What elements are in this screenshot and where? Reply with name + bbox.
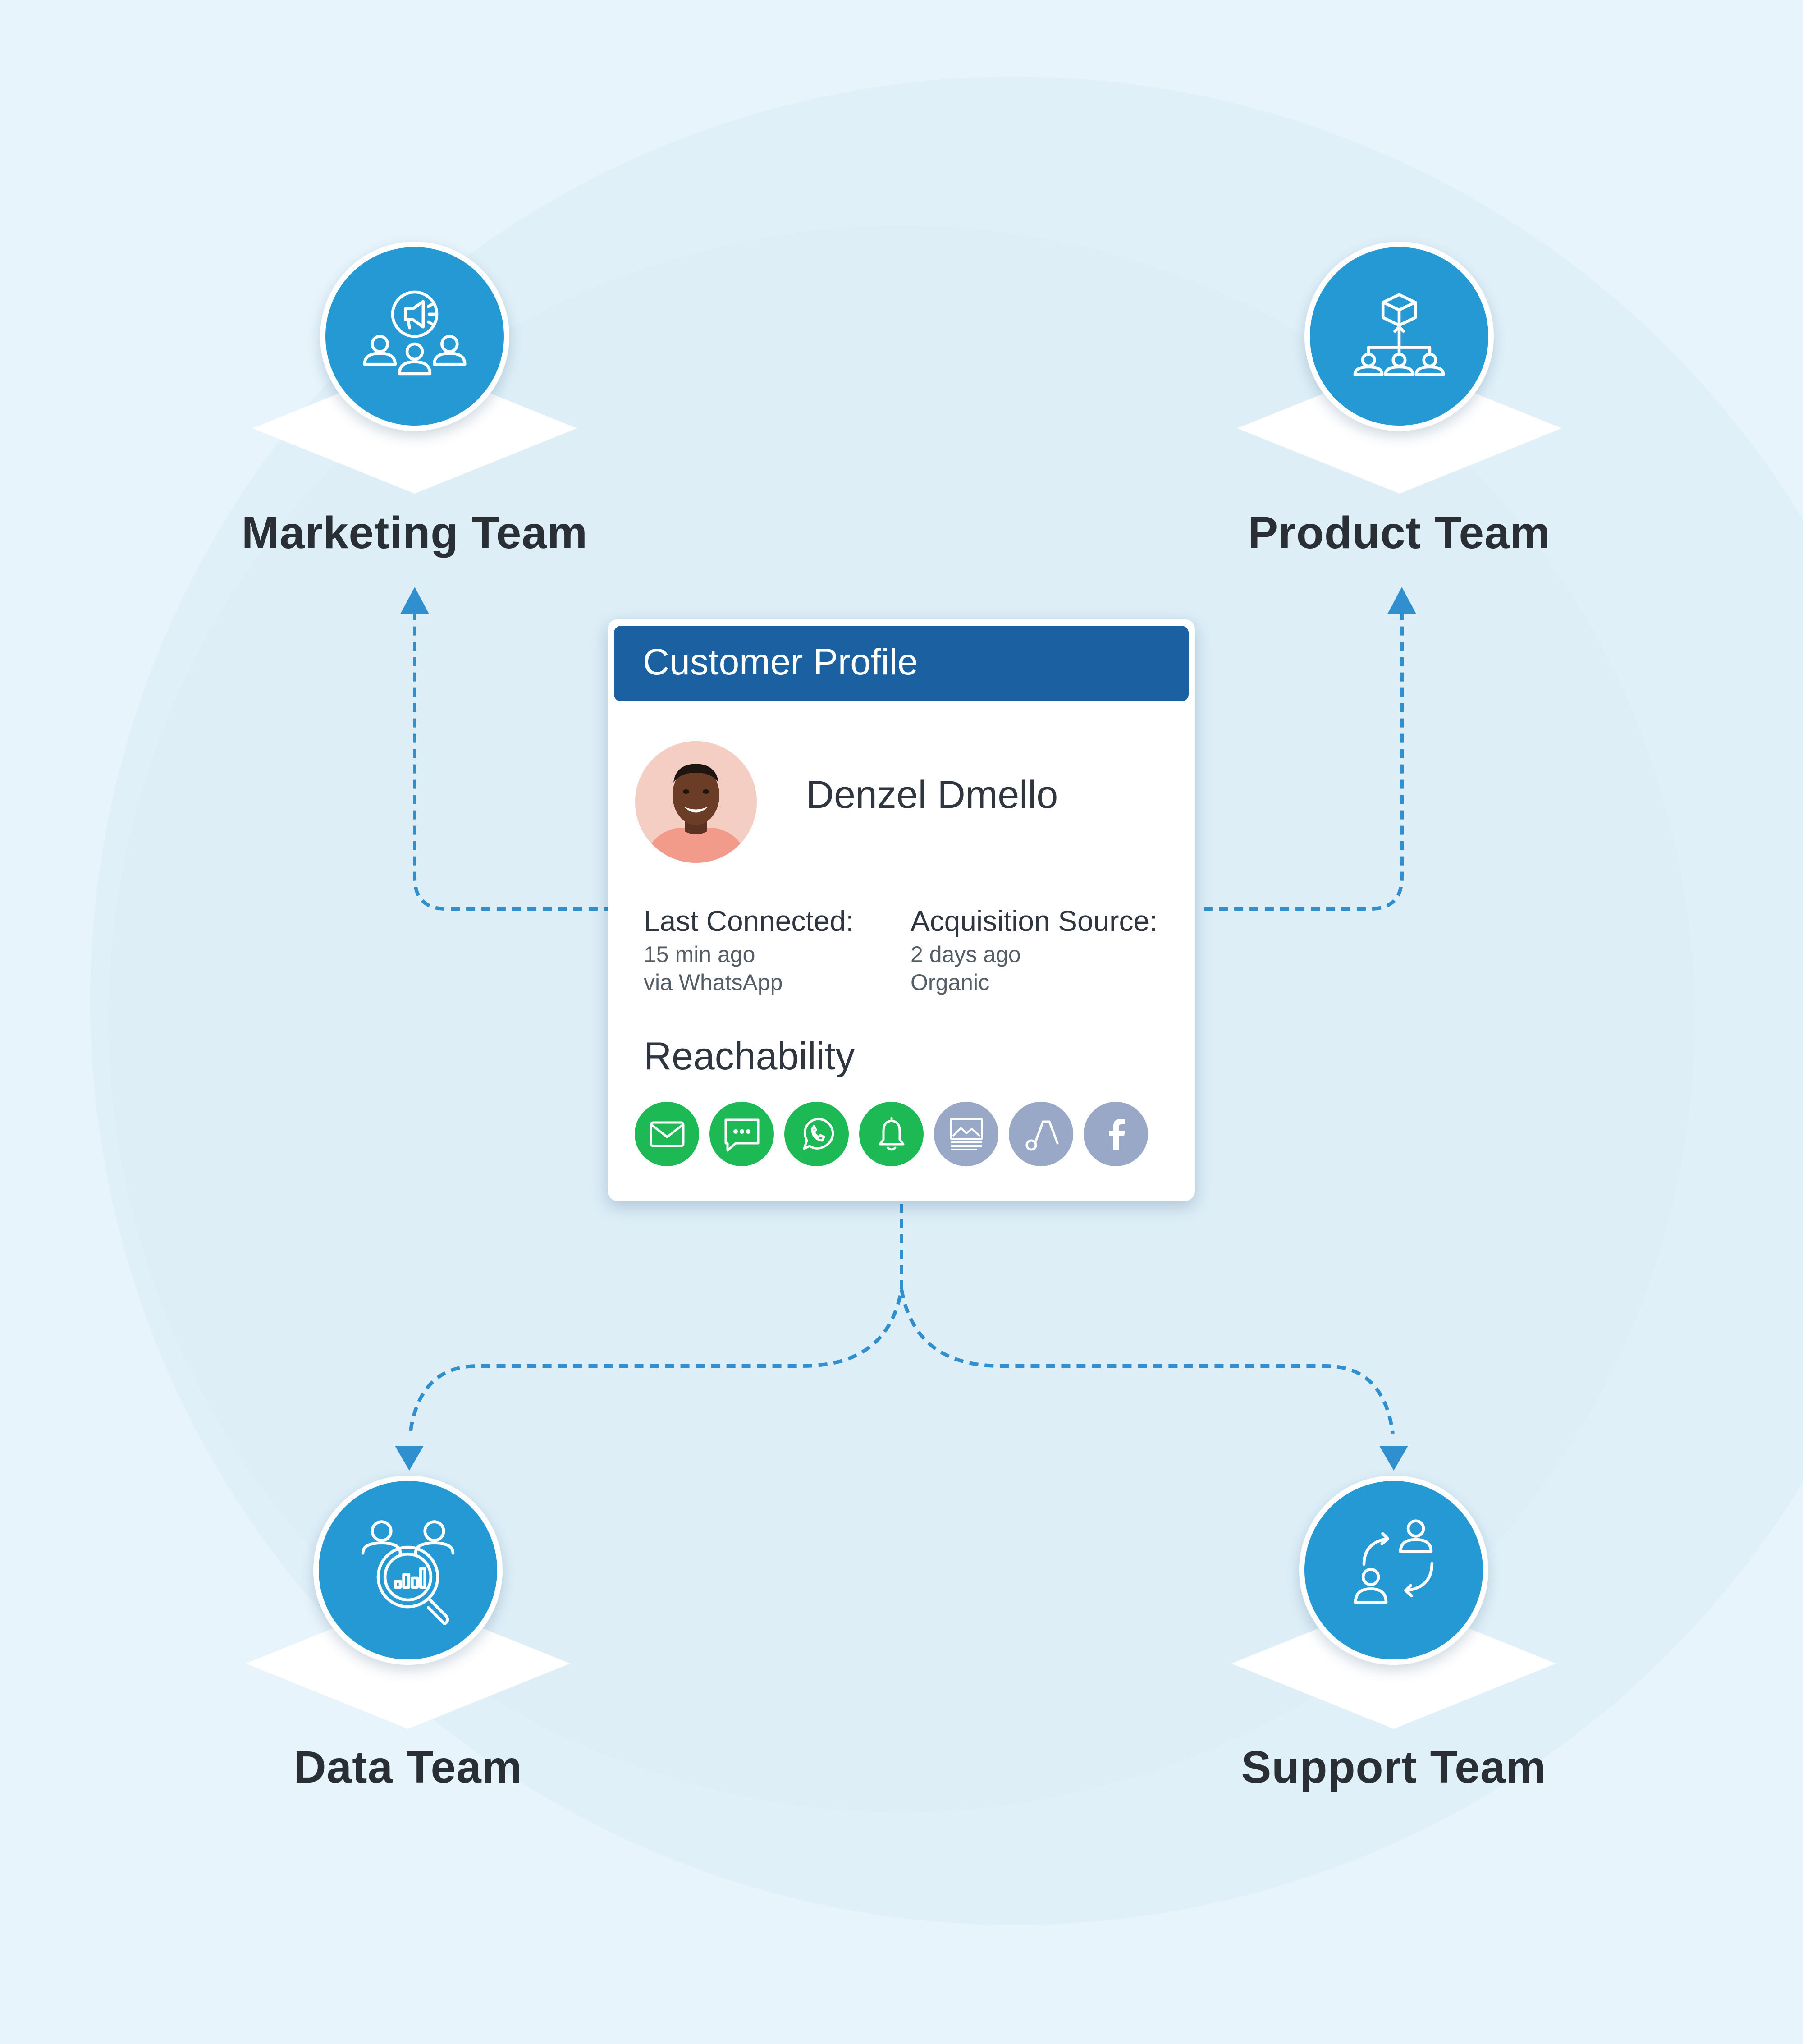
whatsapp-channel-button[interactable] (784, 1102, 849, 1166)
marketing-team-node[interactable] (320, 242, 509, 431)
marketing-team-label: Marketing Team (242, 508, 588, 558)
web-icon (950, 1118, 983, 1150)
avatar (635, 741, 757, 863)
email-icon (650, 1121, 685, 1147)
acquisition-source-value: Organic (911, 970, 990, 995)
last-connected-label: Last Connected: (644, 905, 854, 937)
web-channel-button[interactable] (934, 1102, 998, 1166)
connector-to-support (900, 1289, 1395, 1434)
last-connected-time: 15 min ago (644, 942, 755, 967)
support-exchange-icon (1354, 1519, 1434, 1604)
acquisition-source-label: Acquisition Source: (911, 905, 1158, 937)
acquisition-time: 2 days ago (911, 942, 1021, 967)
bell-icon (879, 1117, 905, 1151)
product-team-node[interactable] (1304, 242, 1494, 431)
connector-to-product (1204, 613, 1404, 911)
reachability-title: Reachability (644, 1035, 855, 1078)
google-ads-channel-button[interactable] (1009, 1102, 1073, 1166)
card-header: Customer Profile (614, 626, 1189, 701)
whatsapp-icon (803, 1118, 834, 1150)
arrowhead-marketing (400, 587, 429, 614)
arrowhead-data (395, 1446, 424, 1471)
support-team-label: Support Team (1241, 1742, 1547, 1792)
last-connected-channel: via WhatsApp (644, 970, 783, 995)
data-analysis-team-icon (361, 1520, 455, 1626)
support-team-node[interactable] (1299, 1476, 1488, 1665)
customer-profile-card[interactable]: Customer Profile Denzel Dmello Last Conn… (608, 619, 1195, 1201)
arrowhead-support (1379, 1446, 1408, 1471)
card-title: Customer Profile (643, 642, 918, 683)
data-team-label: Data Team (293, 1742, 522, 1792)
megaphone-team-icon (363, 290, 467, 376)
push-notification-channel-button[interactable] (859, 1102, 924, 1166)
product-team-label: Product Team (1248, 508, 1551, 558)
sms-channel-button[interactable] (709, 1102, 774, 1166)
product-org-chart-icon (1353, 293, 1445, 376)
google-ads-icon (1025, 1120, 1059, 1151)
email-channel-button[interactable] (635, 1102, 699, 1166)
data-team-node[interactable] (313, 1476, 503, 1665)
sms-icon (724, 1118, 760, 1152)
facebook-channel-button[interactable] (1084, 1102, 1148, 1166)
connector-to-marketing (413, 613, 613, 911)
arrowhead-product (1387, 587, 1416, 614)
customer-name: Denzel Dmello (806, 773, 1058, 816)
facebook-icon (1109, 1119, 1125, 1150)
connector-to-data (408, 1204, 903, 1434)
